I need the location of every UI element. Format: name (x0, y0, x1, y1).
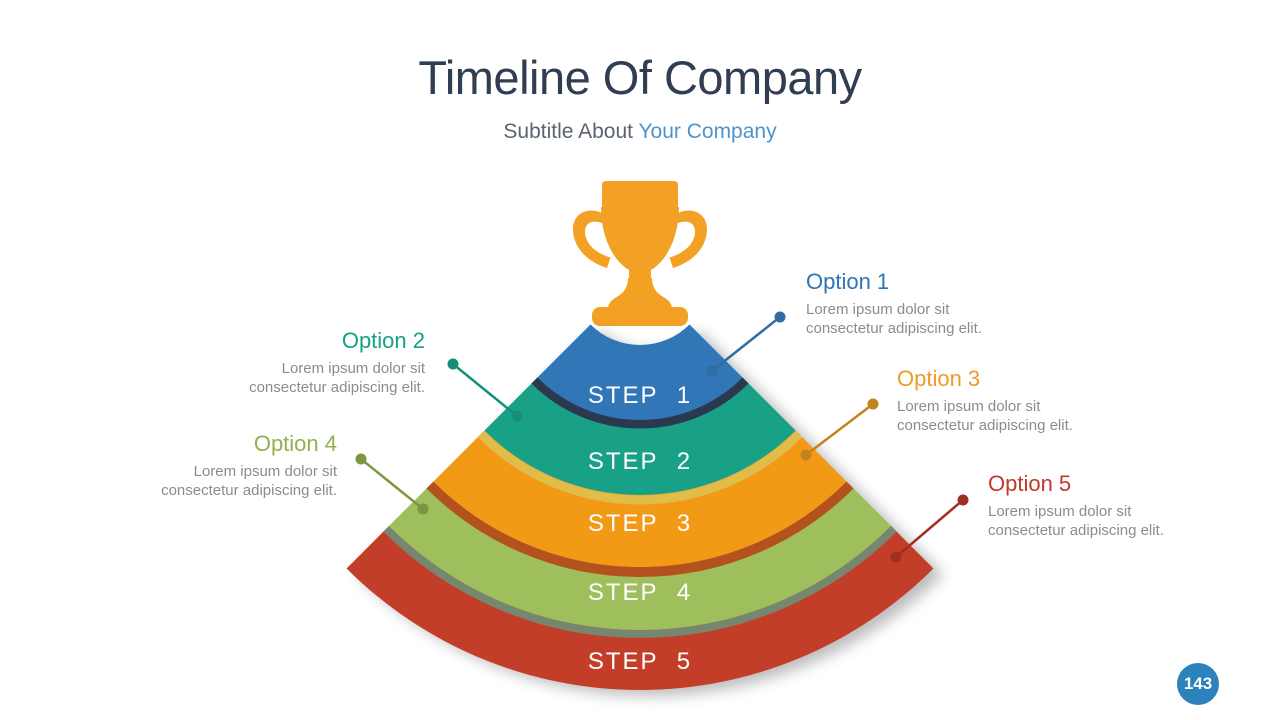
option3-shape-dot (800, 449, 812, 461)
step1-label: STEP 1 (588, 382, 692, 409)
option1-callout: Option 1 Lorem ipsum dolor sit consectet… (806, 268, 1006, 338)
trophy-icon (573, 181, 707, 326)
option4-connector (355, 453, 429, 515)
step4-label: STEP 4 (588, 579, 692, 606)
option3-body: Lorem ipsum dolor sit consectetur adipis… (897, 398, 1073, 434)
step5-edge (383, 526, 897, 638)
page-number-badge: 143 (1177, 663, 1219, 705)
option4-body: Lorem ipsum dolor sit consectetur adipis… (161, 463, 337, 499)
step1-band (537, 324, 743, 420)
step4-edge (426, 481, 854, 577)
subtitle-prefix: Subtitle About (503, 120, 639, 143)
option4-callout: Option 4 Lorem ipsum dolor sit consectet… (137, 430, 337, 500)
option2-shape-dot (511, 410, 523, 422)
option4-title: Option 4 (253, 431, 337, 456)
option3-text-dot (867, 398, 879, 410)
option1-text-dot (774, 311, 786, 323)
option5-connector (890, 494, 969, 563)
option1-connector (706, 311, 786, 377)
option2-text-dot (447, 358, 459, 370)
option1-title: Option 1 (806, 269, 890, 294)
step5-band (346, 526, 934, 691)
page-title: Timeline Of Company (418, 51, 862, 104)
option1-body: Lorem ipsum dolor sit consectetur adipis… (806, 301, 982, 337)
option5-shape-dot (890, 551, 902, 563)
option5-text-dot (957, 494, 969, 506)
option3-callout: Option 3 Lorem ipsum dolor sit consectet… (897, 365, 1097, 435)
option1-shape-dot (706, 365, 718, 377)
option5-body: Lorem ipsum dolor sit consectetur adipis… (988, 503, 1164, 539)
option4-text-dot (355, 453, 367, 465)
fan-steps (346, 324, 934, 691)
step2-edge (531, 377, 749, 429)
step3-label: STEP 3 (588, 510, 692, 537)
option4-shape-dot (417, 503, 429, 515)
option2-connector (447, 358, 523, 422)
option5-callout: Option 5 Lorem ipsum dolor sit consectet… (988, 470, 1188, 540)
page-subtitle: Subtitle About Your Company (0, 119, 1280, 145)
step5-label: STEP 5 (588, 648, 692, 675)
option3-title: Option 3 (897, 366, 981, 391)
step3-edge (477, 430, 803, 505)
subtitle-accent: Your Company (638, 120, 777, 143)
step4-band (388, 481, 892, 630)
option2-callout: Option 2 Lorem ipsum dolor sit consectet… (225, 327, 425, 397)
option2-body: Lorem ipsum dolor sit consectetur adipis… (249, 360, 425, 396)
option3-connector (800, 398, 879, 461)
option5-title: Option 5 (988, 471, 1072, 496)
step2-label: STEP 2 (588, 448, 692, 475)
option2-title: Option 2 (341, 328, 425, 353)
